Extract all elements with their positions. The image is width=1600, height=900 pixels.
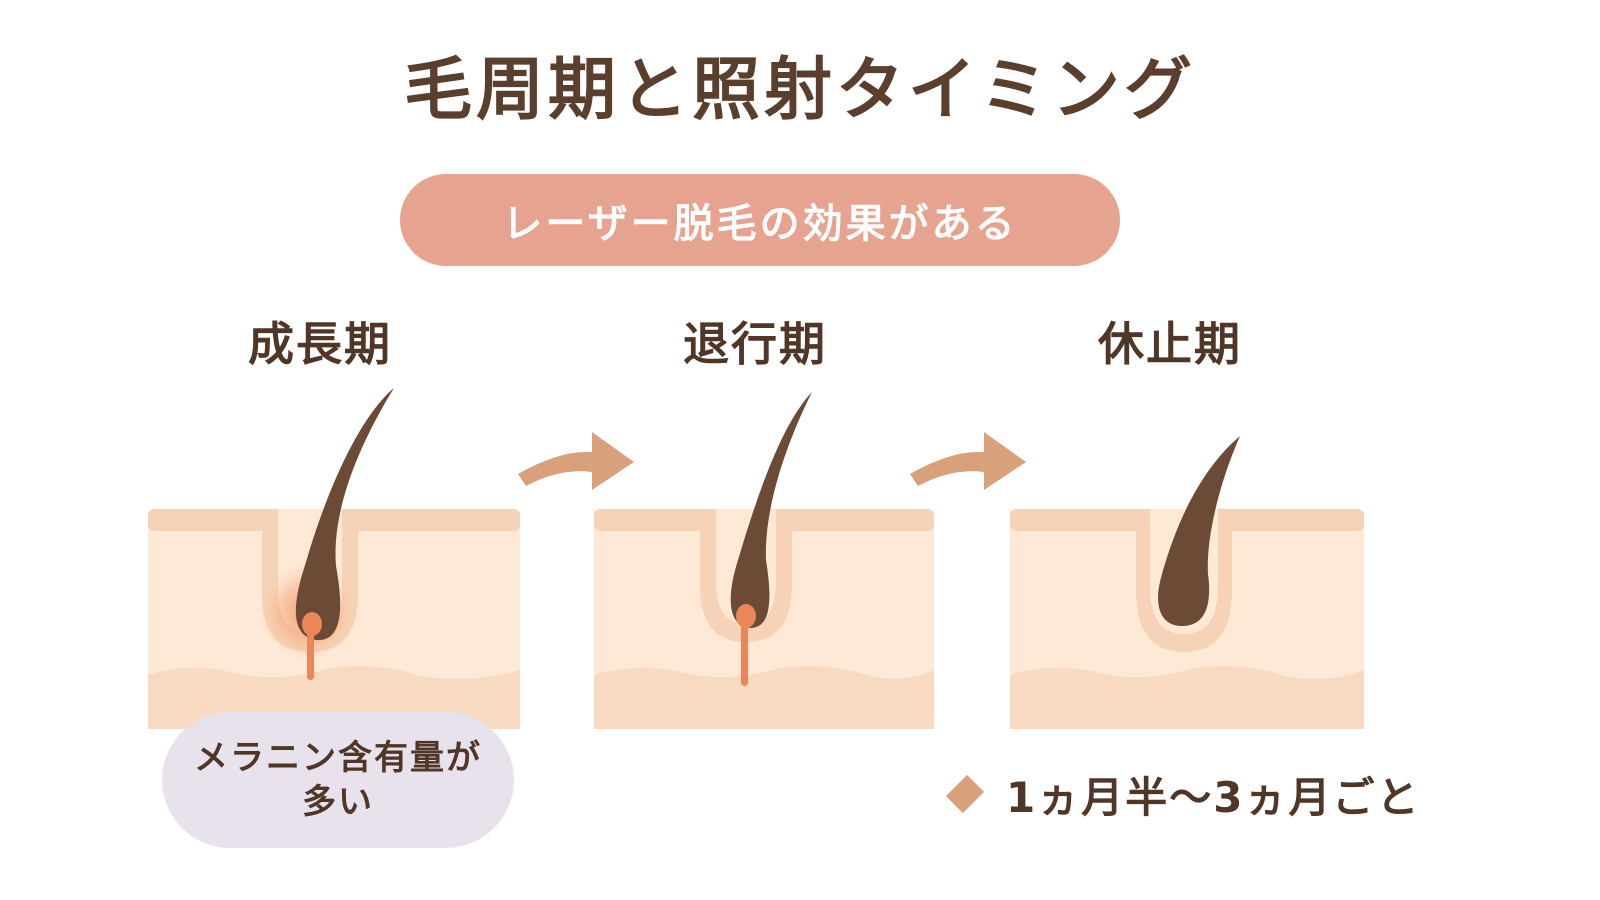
melanin-note-bubble: メラニン含有量が多い <box>162 712 514 848</box>
arrow-1-icon <box>518 432 634 490</box>
effect-banner: レーザー脱毛の効果がある <box>400 174 1120 266</box>
papilla-stalk-catagen <box>741 622 748 686</box>
page-title: 毛周期と照射タイミング <box>403 51 1196 130</box>
interval-note: 1ヵ月半～3ヵ月ごと <box>944 762 1420 826</box>
arrow-2-icon <box>910 432 1026 490</box>
effect-banner-label: レーザー脱毛の効果がある <box>502 201 1018 247</box>
stage-label-catagen: 退行期 <box>683 317 827 371</box>
melanin-note-text: メラニン含有量が多い <box>194 737 482 822</box>
papilla-anagen <box>302 612 322 636</box>
hair-anagen <box>295 388 394 641</box>
stage-label-anagen: 成長期 <box>248 317 392 371</box>
diamond-icon <box>945 774 985 814</box>
papilla-stalk-anagen <box>307 630 314 680</box>
stage-label-telogen: 休止期 <box>1098 317 1242 371</box>
papilla-catagen <box>736 604 756 628</box>
interval-note-text: 1ヵ月半～3ヵ月ごと <box>1006 772 1421 822</box>
hair-catagen <box>730 392 812 628</box>
hair-telogen <box>1158 436 1240 626</box>
